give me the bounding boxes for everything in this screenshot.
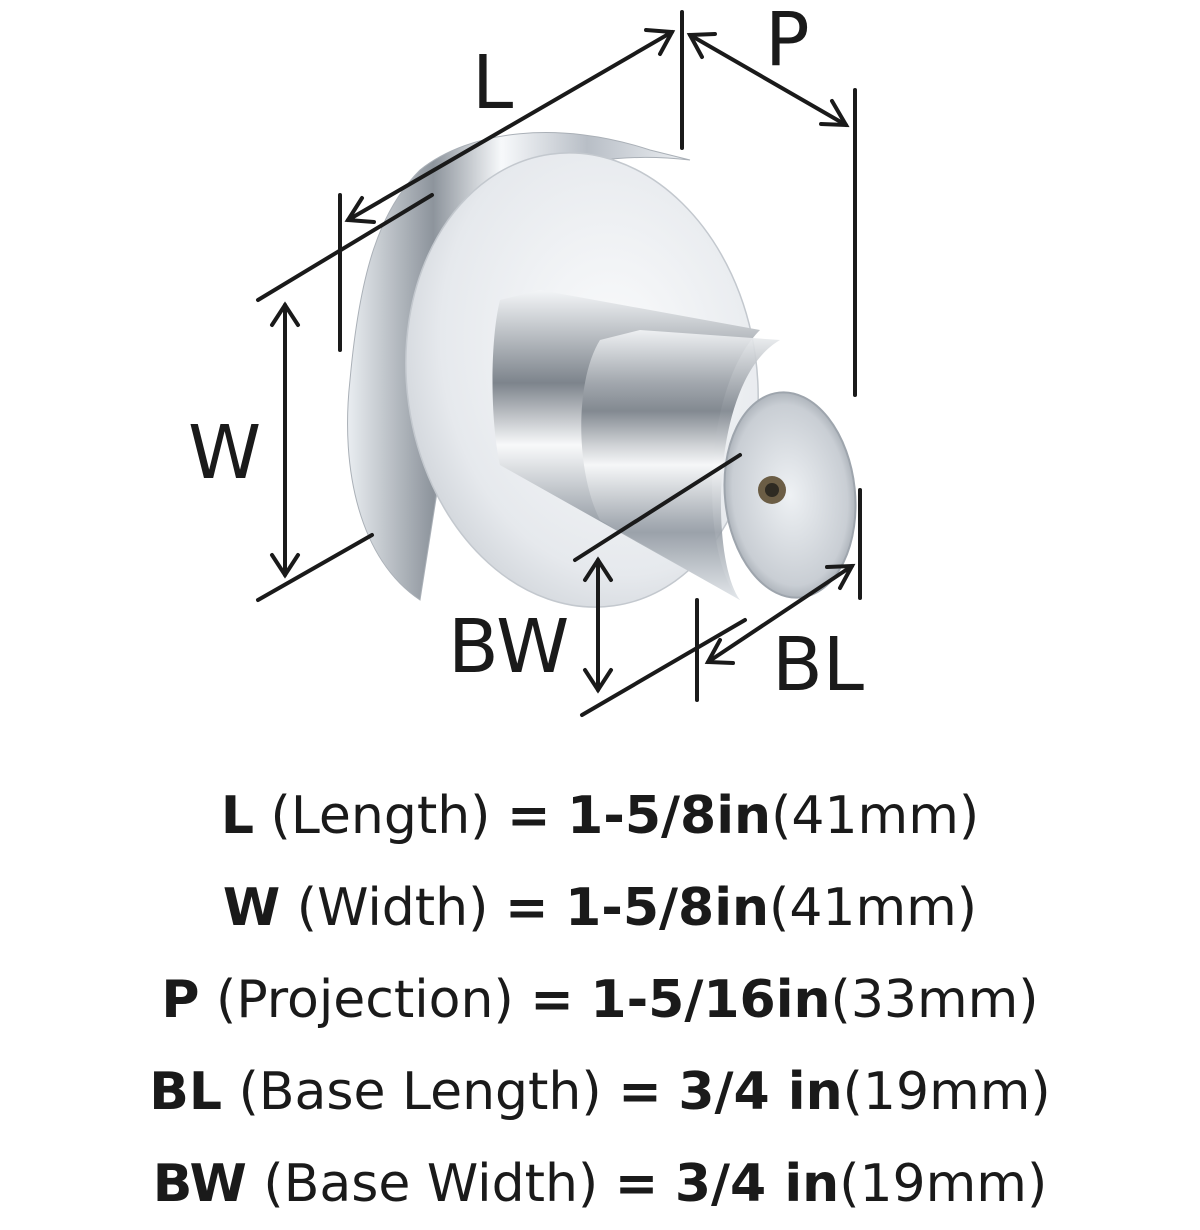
label-L: L <box>472 40 513 126</box>
spec-imperial: 1-5/8in <box>567 786 772 846</box>
spec-equals: = <box>504 878 549 938</box>
spec-equals: = <box>530 970 574 1030</box>
label-BL: BL <box>772 622 864 708</box>
label-P: P <box>765 0 810 83</box>
spec-metric: (41mm) <box>771 786 980 846</box>
dimension-lines <box>256 10 862 717</box>
knob-base <box>723 391 857 599</box>
spec-name: (Width) <box>296 878 489 938</box>
spec-imperial: 3/4 in <box>678 1062 843 1122</box>
spec-imperial: 1-5/16in <box>590 970 831 1030</box>
label-BW: BW <box>448 604 569 690</box>
knob-neck <box>581 330 780 600</box>
spec-metric: (33mm) <box>830 970 1039 1030</box>
spec-metric: (19mm) <box>842 1062 1051 1122</box>
spec-equals: = <box>614 1154 659 1214</box>
spec-code: BW <box>152 1154 247 1214</box>
spec-name: (Length) <box>270 786 491 846</box>
spec-code: W <box>222 878 281 938</box>
spec-code: P <box>161 970 200 1030</box>
spec-row-width: W (Width) = 1-5/8in(41mm) <box>0 862 1200 954</box>
spec-equals: = <box>507 786 551 846</box>
label-W: W <box>188 410 261 496</box>
spec-imperial: 3/4 in <box>674 1154 840 1214</box>
spec-code: L <box>220 786 254 846</box>
specifications-list: L (Length) = 1-5/8in(41mm) W (Width) = 1… <box>0 770 1200 1230</box>
spec-name: (Base Length) <box>238 1062 602 1122</box>
knob-illustration <box>347 132 857 608</box>
spec-name: (Projection) <box>216 970 514 1030</box>
dimension-diagram: L P W BW BL <box>188 0 864 717</box>
spec-metric: (19mm) <box>839 1154 1048 1214</box>
spec-code: BL <box>149 1062 223 1122</box>
spec-row-length: L (Length) = 1-5/8in(41mm) <box>0 770 1200 862</box>
spec-name: (Base Width) <box>263 1154 599 1214</box>
spec-metric: (41mm) <box>769 878 978 938</box>
spec-equals: = <box>618 1062 662 1122</box>
screw-hole-inner <box>765 483 779 497</box>
spec-row-base-length: BL (Base Length) = 3/4 in(19mm) <box>0 1046 1200 1138</box>
spec-row-projection: P (Projection) = 1-5/16in(33mm) <box>0 954 1200 1046</box>
spec-row-base-width: BW (Base Width) = 3/4 in(19mm) <box>0 1138 1200 1230</box>
spec-imperial: 1-5/8in <box>565 878 770 938</box>
